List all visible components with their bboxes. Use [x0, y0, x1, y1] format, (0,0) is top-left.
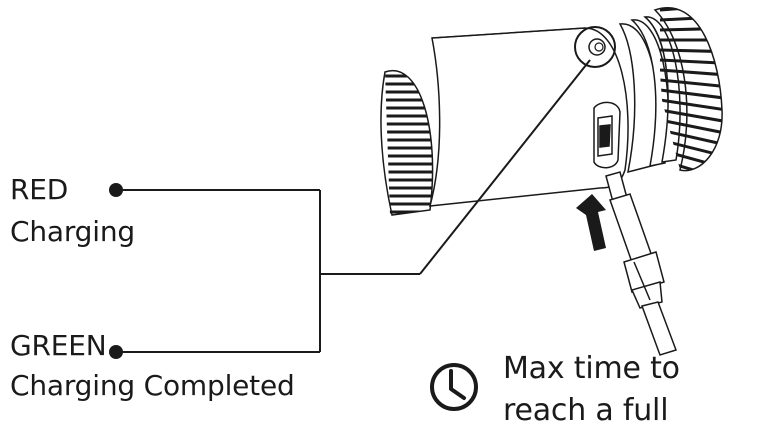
- charging-port: [593, 101, 621, 169]
- insert-arrow: [576, 194, 606, 251]
- green-indicator-description: Charging Completed: [10, 369, 295, 402]
- green-indicator-dot: [109, 345, 123, 359]
- red-indicator-description: Charging: [10, 215, 135, 248]
- knurled-bezel: [380, 69, 434, 216]
- green-indicator-label: GREEN: [10, 329, 107, 362]
- charge-time-line-2: reach a full: [503, 393, 669, 428]
- led-indicator: [574, 26, 616, 68]
- tail-rings: [618, 16, 681, 174]
- clock-icon: [430, 363, 478, 411]
- usb-cable: [605, 171, 677, 356]
- charge-time-line-1: Max time to: [503, 351, 680, 386]
- red-indicator-dot: [109, 183, 123, 197]
- leader-lines: [116, 59, 591, 353]
- red-indicator-label: RED: [10, 173, 69, 206]
